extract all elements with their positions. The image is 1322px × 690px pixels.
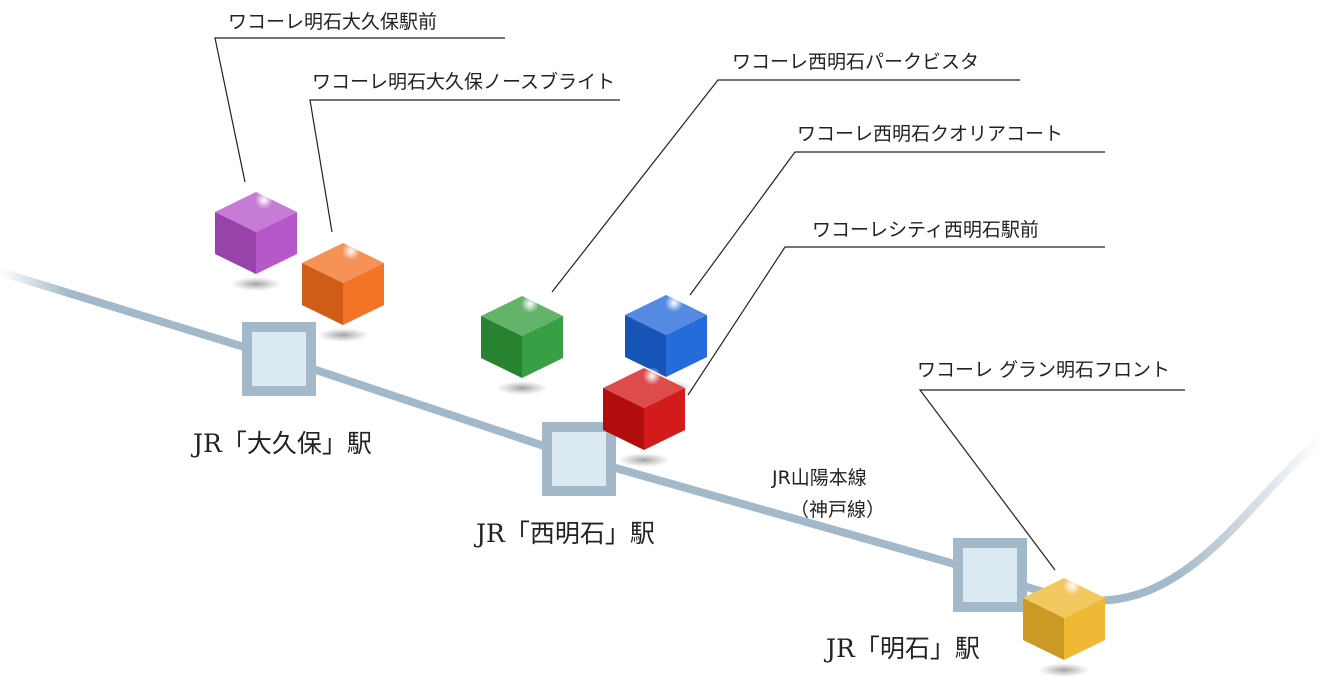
sparkle-icon	[255, 191, 273, 209]
cube-left	[603, 388, 644, 450]
station-label-nishiakashi: JR「西明石」駅	[473, 519, 655, 548]
cube-left	[302, 263, 343, 325]
station-okubo-marker	[242, 322, 316, 396]
property-cube-green[interactable]	[481, 295, 563, 395]
property-cube-purple[interactable]	[215, 191, 297, 291]
cube-right	[256, 212, 297, 274]
cube-right	[666, 315, 707, 377]
railway-subname: （神戸線）	[790, 499, 885, 521]
sparkle-icon	[1063, 577, 1081, 595]
property-label-city-nishiakashi[interactable]: ワコーレシティ西明石駅前	[812, 219, 1039, 241]
cube-right	[343, 263, 384, 325]
sparkle-icon	[342, 242, 360, 260]
railway-line	[578, 434, 1322, 605]
station-akashi-marker	[953, 538, 1027, 612]
property-cube-blue[interactable]	[625, 294, 707, 394]
station-label-okubo: JR「大久保」駅	[190, 429, 372, 458]
cube-shadow	[1038, 663, 1090, 677]
cube-left	[625, 315, 666, 377]
sparkle-icon	[521, 295, 539, 313]
leader-lines	[214, 37, 1185, 571]
cube-left	[1023, 598, 1064, 660]
sparkle-icon	[643, 367, 661, 385]
sparkle-icon	[665, 294, 683, 312]
property-cube-orange[interactable]	[302, 242, 384, 342]
cube-right	[522, 316, 563, 378]
cube-right	[1064, 598, 1105, 660]
station-nishiakashi-marker	[542, 422, 616, 496]
cube-left	[481, 316, 522, 378]
cube-shadow	[618, 453, 670, 467]
cube-shadow	[230, 277, 282, 291]
railway-name: JR山陽本線	[771, 467, 867, 489]
property-label-gran-akashi-front[interactable]: ワコーレ グラン明石フロント	[917, 359, 1170, 381]
property-label-park-vista[interactable]: ワコーレ西明石パークビスタ	[732, 51, 979, 73]
property-cube-yellow[interactable]	[1023, 577, 1105, 677]
cube-right	[644, 388, 685, 450]
station-label-akashi: JR「明石」駅	[823, 634, 980, 663]
cube-shadow	[317, 328, 369, 342]
property-label-okubo-ekimae[interactable]: ワコーレ明石大久保駅前	[228, 11, 437, 33]
property-label-okubo-north-bright[interactable]: ワコーレ明石大久保ノースブライト	[312, 70, 615, 93]
cube-shadow	[496, 381, 548, 395]
cube-left	[215, 212, 256, 274]
property-label-qualia-court[interactable]: ワコーレ西明石クオリアコート	[797, 123, 1063, 145]
property-cube-red[interactable]	[603, 367, 685, 467]
